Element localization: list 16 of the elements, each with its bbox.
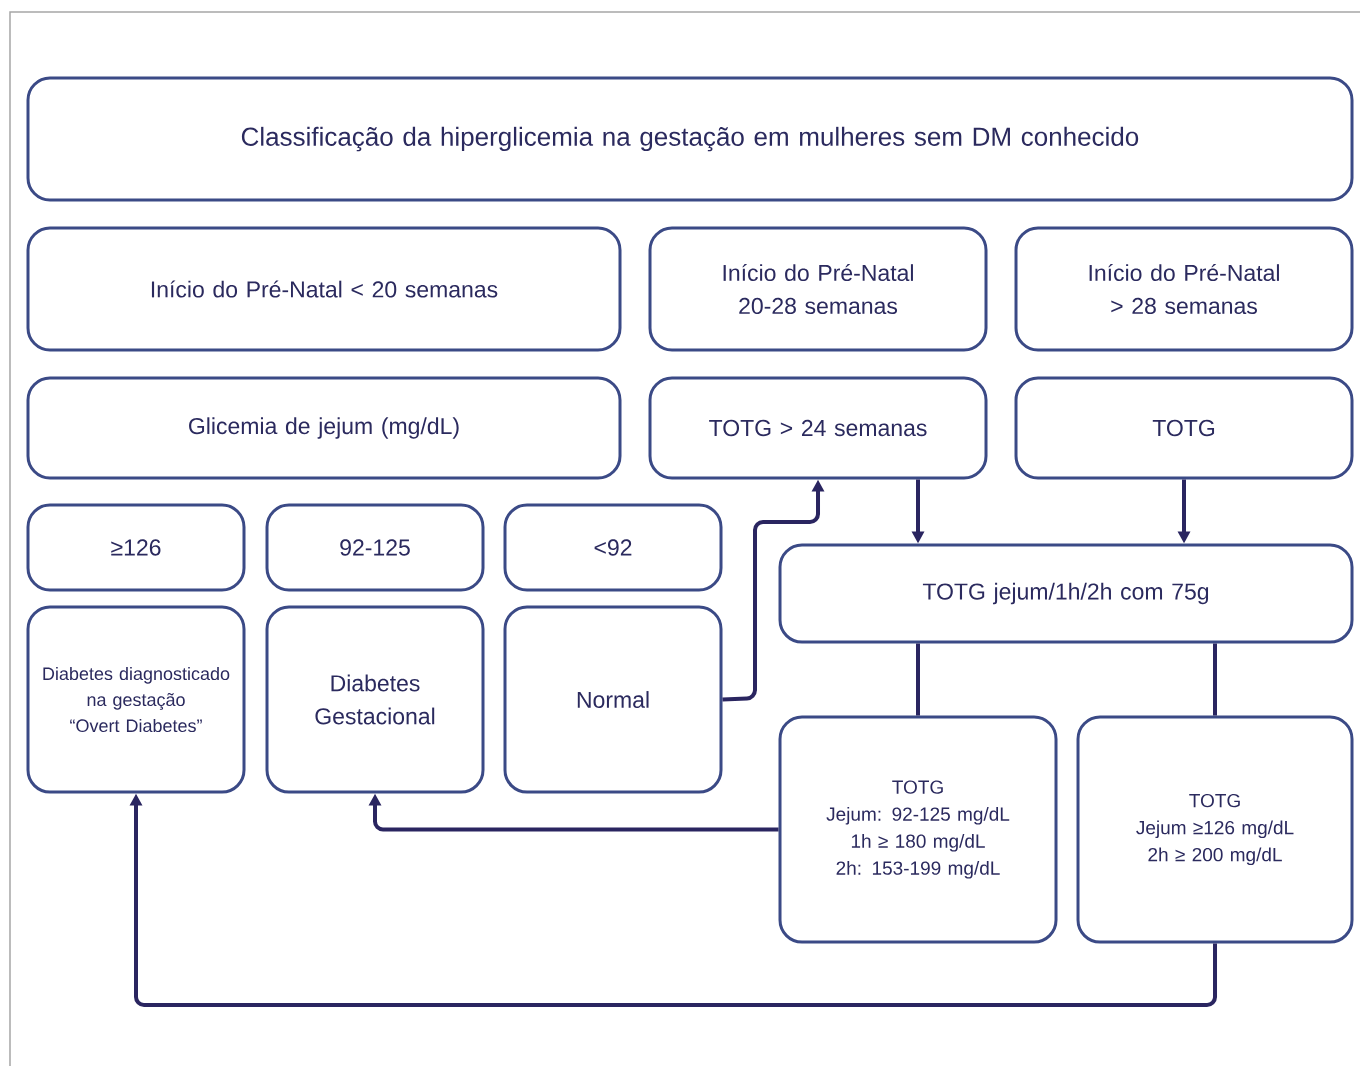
result-box: TOTG Jejum ≥126 mg/dL 2h ≥ 200 mg/dL [1076,715,1354,944]
process-box: 92-125 [265,503,485,592]
process-box: TOTG jejum/1h/2h com 75g [778,543,1354,644]
process-box: Início do Pré-Natal < 20 semanas [26,226,622,352]
process-box: Início do Pré-Natal 20-28 semanas [648,226,988,352]
process-box: ≥126 [26,503,246,592]
process-box: Glicemia de jejum (mg/dL) [26,376,622,480]
process-box: Início do Pré-Natal > 28 semanas [1014,226,1354,352]
process-box: TOTG > 24 semanas [648,376,988,480]
title-box: Classificação da hiperglicemia na gestação em mulheres sem DM conhecido [26,76,1354,202]
process-box: Diabetes diagnosticado na gestação “Overt Diabetes” [26,605,246,794]
process-box: <92 [503,503,723,592]
process-box: TOTG [1014,376,1354,480]
process-box: Diabetes Gestacional [265,605,485,794]
result-box: TOTG Jejum: 92-125 mg/dL 1h ≥ 180 mg/dL 2h: 153-199 mg/dL [778,715,1058,944]
process-box: Normal [503,605,723,794]
